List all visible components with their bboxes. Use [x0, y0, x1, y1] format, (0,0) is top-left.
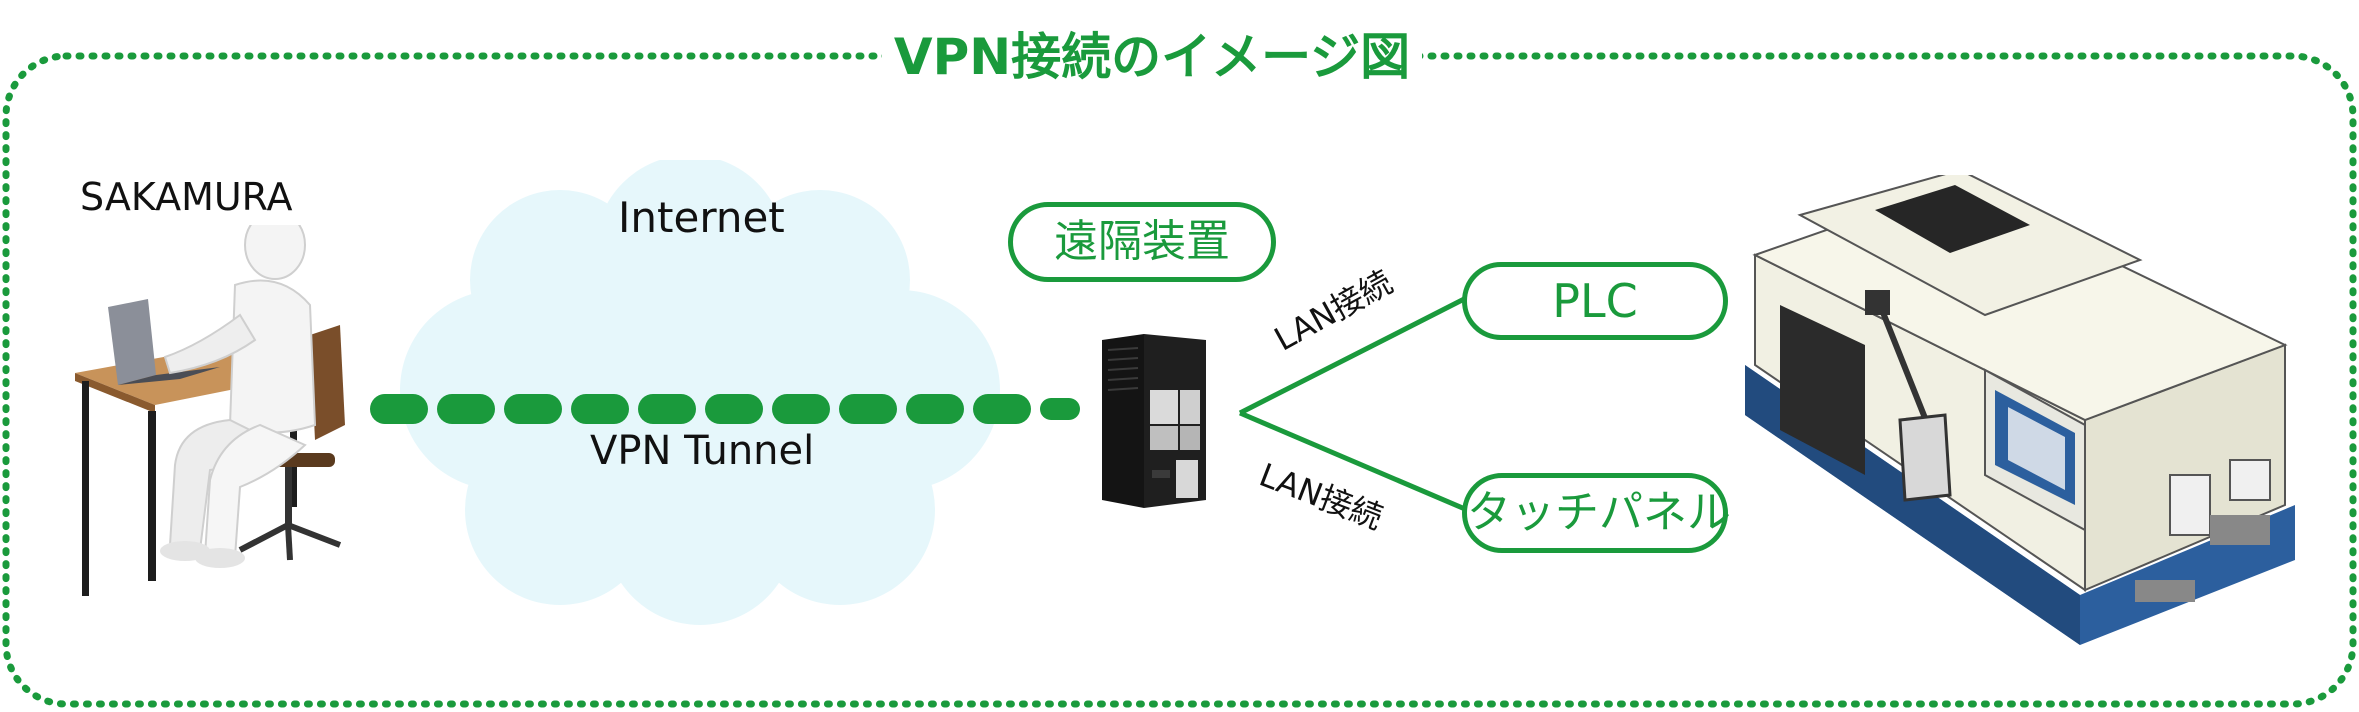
touch-panel-label: タッチパネル [1462, 473, 1731, 553]
user-name-label: SAKAMURA [80, 175, 293, 219]
router-icon [1102, 334, 1206, 508]
internet-label: Internet [618, 193, 785, 242]
vpn-tunnel-line [370, 394, 1080, 424]
machine-illustration [1745, 175, 2295, 645]
vpn-tunnel-label: VPN Tunnel [590, 428, 815, 474]
remote-device-label: 遠隔装置 [1008, 202, 1276, 282]
internet-cloud [400, 160, 1000, 625]
plc-label: PLC [1462, 262, 1728, 340]
lan-connection-lines [1238, 292, 1474, 515]
diagram-title: VPN接続のイメージ図 [882, 22, 1422, 92]
person-at-desk-illustration [75, 225, 345, 596]
